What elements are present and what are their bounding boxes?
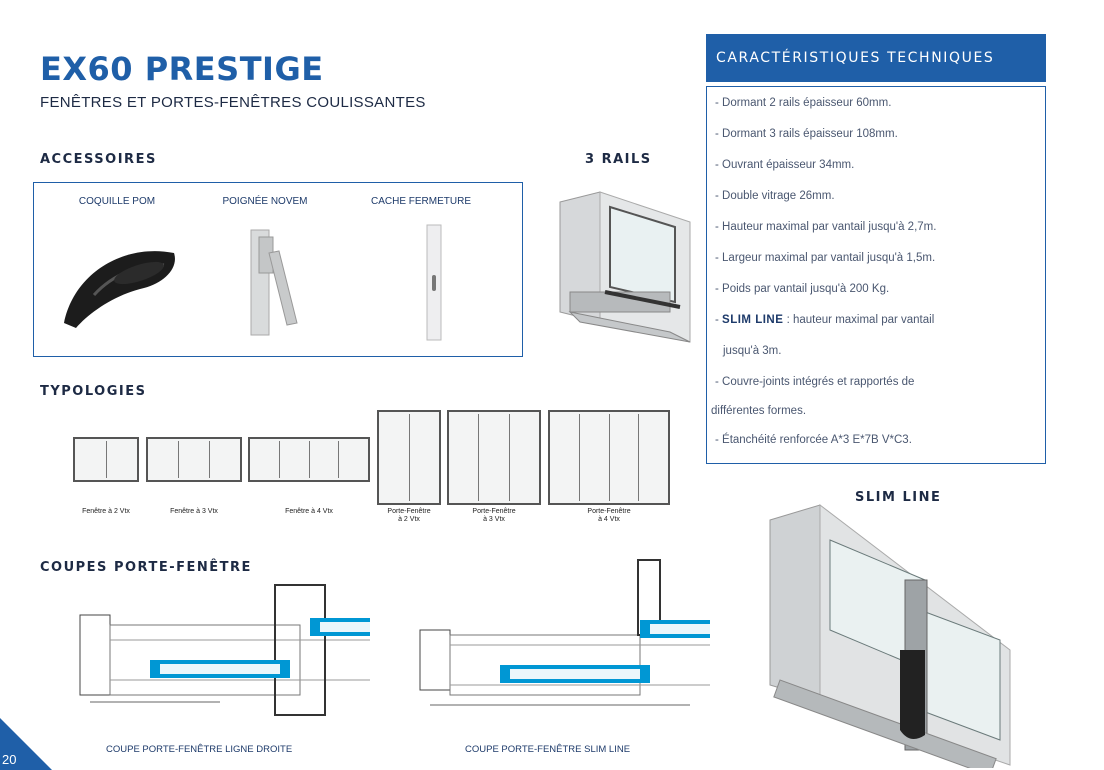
- typology-caption: Porte-Fenêtre à 4 Vtx: [587, 508, 631, 523]
- spec-item-slim-line: - SLIM LINE : hauteur maximal par vantai…: [715, 314, 935, 326]
- coquille-pom-image: [64, 251, 175, 328]
- spec-item: - Double vitrage 26mm.: [715, 190, 835, 202]
- accessory-label-cache: CACHE FERMETURE: [370, 196, 471, 207]
- typology-caption: Porte-Fenêtre à 3 Vtx: [472, 508, 516, 523]
- poignee-novem-image: [250, 229, 298, 336]
- spec-item: - Largeur maximal par vantail jusqu'à 1,…: [715, 252, 936, 264]
- typology-caption: Fenêtre à 4 Vtx: [285, 508, 333, 515]
- typology-caption: Porte-Fenêtre à 2 Vtx: [387, 508, 431, 523]
- slim-line-image: [769, 503, 1011, 768]
- typology-window-3: [146, 437, 242, 482]
- accessories-box: COQUILLE POM POIGNÉE NOVEM CACHE FERMETU…: [33, 182, 523, 357]
- spec-item: - Couvre-joints intégrés et rapportés de: [715, 376, 915, 388]
- coupes-heading: COUPES PORTE-FENÊTRE: [40, 560, 252, 575]
- coupe-slim-line-drawing: [419, 559, 710, 706]
- typology-window-2: [73, 437, 139, 482]
- typology-door-2: [377, 410, 441, 505]
- page-subtitle: FENÊTRES ET PORTES-FENÊTRES COULISSANTES: [40, 94, 426, 111]
- spec-item: jusqu'à 3m.: [723, 345, 782, 357]
- spec-item: - Dormant 3 rails épaisseur 108mm.: [715, 128, 898, 140]
- coupe-caption-slim-line: COUPE PORTE-FENÊTRE SLIM LINE: [465, 744, 631, 755]
- coupe-ligne-droite-drawing: [79, 584, 370, 716]
- spec-item: - Poids par vantail jusqu'à 200 Kg.: [715, 283, 890, 295]
- page-title: EX60 PRESTIGE: [40, 50, 324, 88]
- typology-door-4: [548, 410, 670, 505]
- three-rails-image: [559, 191, 691, 343]
- typologies-heading: TYPOLOGIES: [40, 384, 147, 399]
- coupe-caption-ligne-droite: COUPE PORTE-FENÊTRE LIGNE DROITE: [106, 744, 293, 755]
- tech-heading: CARACTÉRISTIQUES TECHNIQUES: [706, 34, 1046, 82]
- spec-item: - Étanchéité renforcée A*3 E*7B V*C3.: [715, 434, 912, 446]
- slim-line-heading: SLIM LINE: [855, 490, 942, 505]
- typology-door-3: [447, 410, 541, 505]
- spec-item: différentes formes.: [711, 405, 807, 417]
- accessories-heading: ACCESSOIRES: [40, 152, 157, 167]
- spec-item: - Hauteur maximal par vantail jusqu'à 2,…: [715, 221, 937, 233]
- typology-window-4: [248, 437, 370, 482]
- spec-item: - Ouvrant épaisseur 34mm.: [715, 159, 855, 171]
- typology-caption: Fenêtre à 2 Vtx: [82, 508, 130, 515]
- cache-fermeture-image: [426, 224, 442, 341]
- spec-item: - Dormant 2 rails épaisseur 60mm.: [715, 97, 892, 109]
- tech-specs-box: - Dormant 2 rails épaisseur 60mm. - Dorm…: [706, 86, 1046, 464]
- accessory-label-coquille: COQUILLE POM: [78, 196, 156, 207]
- typology-caption: Fenêtre à 3 Vtx: [170, 508, 218, 515]
- three-rails-heading: 3 RAILS: [585, 152, 652, 167]
- spec-slim-line-label: SLIM LINE: [722, 314, 784, 326]
- page-number-tab: [0, 718, 52, 770]
- accessory-label-poignee: POIGNÉE NOVEM: [222, 196, 308, 207]
- page-number: 20: [2, 752, 17, 767]
